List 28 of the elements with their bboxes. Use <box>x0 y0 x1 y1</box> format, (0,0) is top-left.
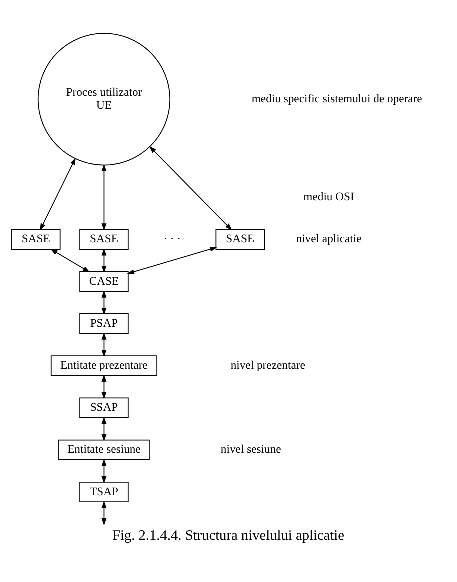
node-box: Entitate prezentare <box>50 356 158 376</box>
node-box: SASE <box>12 229 61 250</box>
node-box: Entitate sesiune <box>58 440 150 460</box>
label: mediu OSI <box>304 190 354 204</box>
node-box: PSAP <box>80 314 129 334</box>
arrow <box>102 416 107 442</box>
arrow <box>102 332 107 358</box>
arrow <box>149 146 232 231</box>
node-box: SASE <box>216 229 265 250</box>
node-box: TSAP <box>80 482 129 503</box>
arrow <box>102 290 107 316</box>
arrow <box>102 501 107 526</box>
node-box: SASE <box>80 229 129 250</box>
caption: Fig. 2.1.4.4. Structura nivelului aplicatie <box>112 528 344 544</box>
node-box: CASE <box>80 271 129 292</box>
arrow <box>40 158 76 231</box>
node-box: SSAP <box>80 398 129 418</box>
arrow <box>102 164 107 231</box>
label: nivel sesiune <box>220 443 282 456</box>
arrow <box>127 247 218 274</box>
arrow <box>102 374 107 400</box>
label: nivel aplicatie <box>296 232 362 246</box>
label: · · · <box>164 232 182 246</box>
label: mediu specific sistemului de operare <box>252 92 422 106</box>
arrow <box>102 459 107 484</box>
arrow <box>102 248 107 274</box>
arrow <box>50 249 90 273</box>
label: nivel prezentare <box>230 358 306 372</box>
